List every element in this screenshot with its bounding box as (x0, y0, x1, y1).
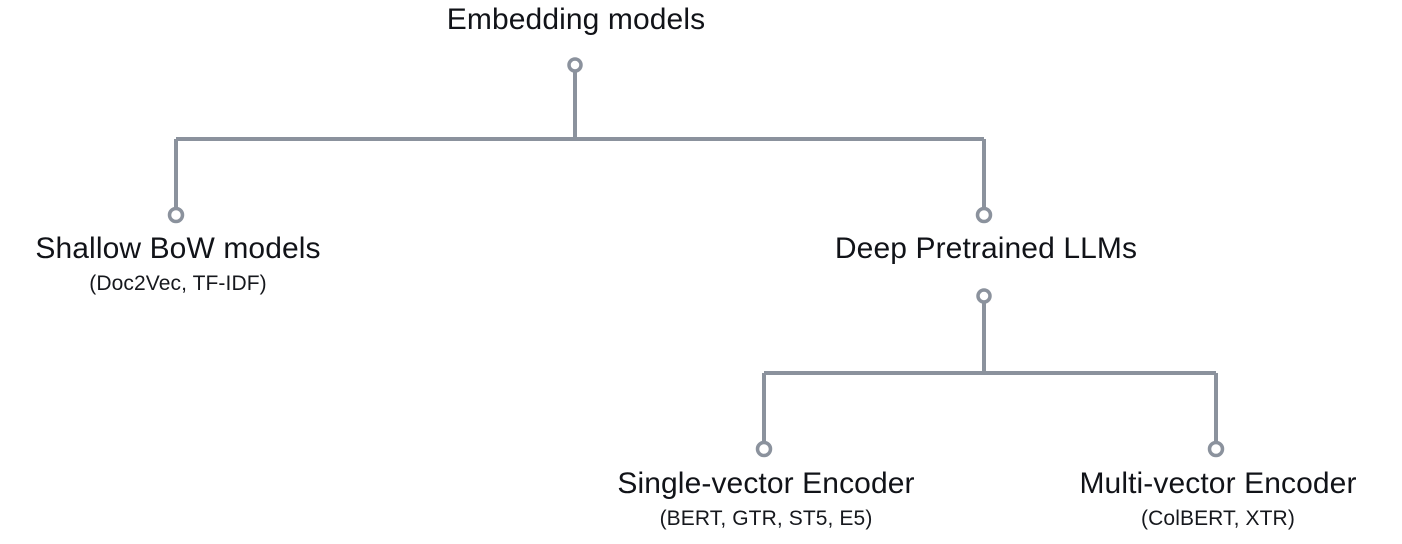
node-shallow-bow-models-label: Shallow BoW models (35, 232, 321, 265)
connector-dot-root (567, 57, 583, 73)
node-single-vector-encoder-label: Single-vector Encoder (617, 467, 915, 500)
connector-dot-bow (167, 206, 185, 224)
node-single-vector-encoder-subtitle: (BERT, GTR, ST5, E5) (659, 507, 873, 530)
connector-dot-llm-top (975, 206, 993, 224)
node-shallow-bow-models-subtitle: (Doc2Vec, TF-IDF) (89, 272, 267, 295)
node-multi-vector-encoder-subtitle: (ColBERT, XTR) (1141, 507, 1295, 530)
node-shallow-bow-models: Shallow BoW models (Doc2Vec, TF-IDF) (35, 231, 320, 298)
node-deep-pretrained-llms: Deep Pretrained LLMs (835, 231, 1137, 267)
connector-dot-multi (1207, 440, 1225, 458)
node-multi-vector-encoder: Multi-vector Encoder (ColBERT, XTR) (1079, 466, 1356, 533)
node-multi-vector-encoder-label: Multi-vector Encoder (1079, 467, 1357, 500)
node-root-label: Embedding models (446, 3, 706, 36)
node-deep-pretrained-llms-label: Deep Pretrained LLMs (834, 232, 1138, 265)
node-root: Embedding models (447, 2, 705, 38)
connector-dot-single (755, 440, 773, 458)
node-single-vector-encoder: Single-vector Encoder (BERT, GTR, ST5, E… (617, 466, 914, 533)
connector-dot-llm-bottom (976, 288, 992, 304)
